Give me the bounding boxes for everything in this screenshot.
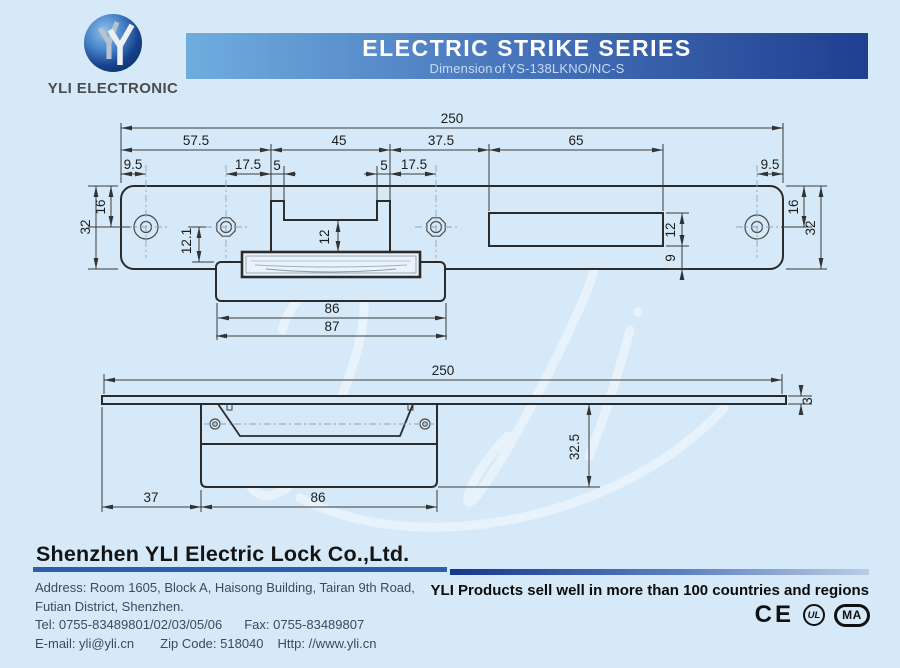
strike-lip-shading [251, 260, 411, 273]
dim-lip-left: 5 [273, 158, 281, 173]
dim-half-height-right: 16 [786, 199, 801, 214]
dim-overall-side: 250 [432, 363, 455, 378]
side-view-dimension-lines [102, 377, 804, 510]
dim-left-offset: 37 [143, 490, 158, 505]
phone-line: Tel: 0755-83489801/02/03/05/06 Fax: 0755-… [35, 616, 415, 635]
yli-globe-icon [84, 14, 142, 72]
ul-mark-icon: UL [803, 604, 825, 626]
dim-hex-right: 17.5 [401, 157, 427, 172]
body-profile [200, 403, 438, 488]
accent-bar-right [450, 569, 869, 575]
dim-seg4: 65 [568, 133, 583, 148]
dim-edge-right: 9.5 [761, 157, 780, 172]
tel: Tel: 0755-83489801/02/03/05/06 [35, 617, 223, 632]
side-view: 250 3 32.5 37 86 [101, 363, 815, 512]
side-view-extension-lines [101, 374, 812, 512]
dim-latch-offset: 12.1 [179, 228, 194, 254]
slogan-text: YLI Products sell well in more than 100 … [430, 582, 869, 599]
cavity-profile [217, 403, 414, 437]
dim-body-width-side: 86 [310, 490, 325, 505]
dim-seg3: 37.5 [428, 133, 454, 148]
ce-mark-icon: CE [754, 601, 794, 628]
ma-mark-icon: MA [834, 603, 870, 627]
top-view-centerlines [125, 165, 778, 258]
latch-slot [488, 212, 664, 247]
dim-seg2: 45 [331, 133, 346, 148]
certification-marks: CE UL MA [755, 603, 870, 627]
dim-hex-left: 17.5 [235, 157, 261, 172]
address-line1: Address: Room 1605, Block A, Haisong Bui… [35, 580, 415, 595]
strike-lip-inner [245, 255, 417, 274]
page-subtitle: Dimension of YS-138LKNO/NC-S [429, 61, 625, 76]
title-banner: ELECTRIC STRIKE SERIES Dimension of YS-1… [185, 32, 869, 80]
faceplate-profile [101, 395, 787, 405]
top-view: 250 57.5 45 37.5 65 9.5 17.5 5 5 17.5 9.… [78, 111, 827, 340]
company-name: Shenzhen YLI Electric Lock Co.,Ltd. [36, 542, 410, 566]
address-line2: Futian District, Shenzhen. [35, 598, 184, 614]
cavity-tab-right [407, 403, 414, 411]
dim-plate-thickness: 3 [800, 397, 815, 405]
cavity-tab-left [226, 403, 233, 411]
keeper-outline [270, 200, 391, 253]
page-title: ELECTRIC STRIKE SERIES [362, 35, 692, 61]
zip-code: Zip Code: 518040 [160, 635, 264, 651]
accent-bar-left [33, 567, 447, 572]
address-block: Address: Room 1605, Block A, Haisong Bui… [35, 579, 415, 653]
dim-half-height-left: 16 [93, 199, 108, 214]
website: Http: //www.yli.cn [277, 635, 377, 651]
top-view-dimension-lines [93, 125, 824, 339]
dim-edge-left: 9.5 [124, 157, 143, 172]
dim-slot-height: 12 [663, 222, 678, 237]
dim-body-depth: 32.5 [567, 434, 582, 460]
dim-height-left: 32 [78, 219, 93, 234]
dim-keeper-depth: 12 [317, 229, 332, 244]
contact-line: E-mail: yli@yli.cn Zip Code: 518040 Http: … [35, 635, 415, 654]
dim-strike-width: 86 [324, 301, 339, 316]
dim-lip-right: 5 [380, 158, 388, 173]
dim-seg1: 57.5 [183, 133, 209, 148]
dim-slot-to-edge: 9 [663, 254, 678, 262]
dim-body-width: 87 [324, 319, 339, 334]
company-logo-text: YLI ELECTRONIC [47, 80, 179, 97]
email: E-mail: yli@yli.cn [35, 635, 135, 651]
company-logo: YLI ELECTRONIC [33, 13, 193, 97]
fax: Fax: 0755-83489807 [244, 617, 365, 632]
dim-overall-top: 250 [441, 111, 464, 126]
top-view-extension-lines [88, 123, 827, 340]
dim-height-right: 32 [803, 220, 818, 235]
